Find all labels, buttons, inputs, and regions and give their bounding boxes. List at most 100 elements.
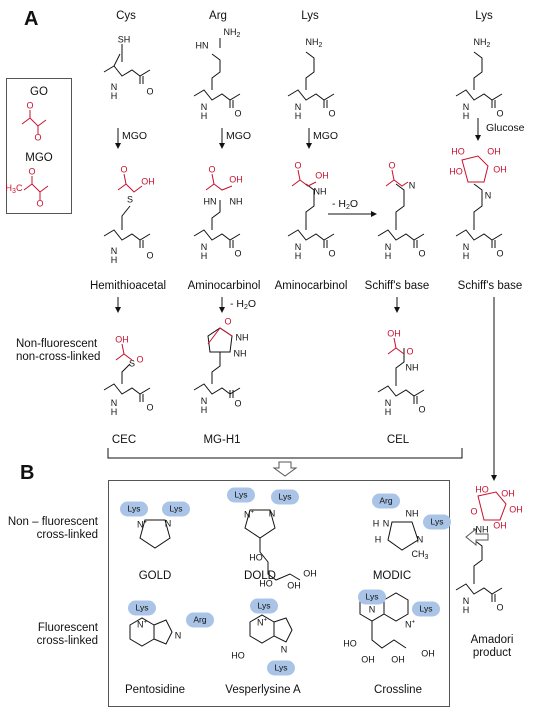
label-vesperlysine-a: Vesperlysine A <box>225 684 301 696</box>
glc-ho-1: HO <box>451 146 465 157</box>
modic-lys-pill: Lys <box>423 514 451 530</box>
go-o1: O <box>26 100 34 111</box>
gold-n: N <box>164 518 172 529</box>
modic-h-2: H <box>374 534 382 545</box>
label-cel: CEL <box>386 434 410 446</box>
glc-ho-2: HO <box>449 166 463 177</box>
label-aminocarbinol-lys: Aminocarbinol <box>274 280 348 292</box>
panel-label-b: B <box>20 462 35 484</box>
label-cec: CEC <box>111 434 137 446</box>
gold-lys-pill-2: Lys <box>162 501 190 517</box>
crossline-lys-pill-2: Lys <box>412 601 440 617</box>
modic-ch3: CH3 <box>411 549 429 562</box>
reagent-water-loss-2: - H2O <box>230 298 257 311</box>
cec-s: S <box>128 358 136 369</box>
crossline-n-plus: N+ <box>404 619 416 630</box>
glc-oh-1: OH <box>487 146 501 157</box>
modic-nh: NH <box>405 508 419 519</box>
glc-co: O <box>496 248 504 259</box>
arg-int-hn: HN <box>203 196 217 207</box>
crossline-oh-3: OH <box>421 648 435 659</box>
reagent-mgo-arg: MGO <box>226 130 252 142</box>
cys-backbone <box>103 65 151 77</box>
lys-int-oh: OH <box>315 170 329 181</box>
hemi-oh: OH <box>141 176 155 187</box>
arg-int-co: O <box>234 248 242 259</box>
label-crossline: Crossline <box>374 684 422 696</box>
glycating-agents-box <box>6 78 72 214</box>
cys-sh: SH <box>117 34 131 45</box>
amadori-ho-1: HO <box>475 484 489 495</box>
lys-nh2: NH2 <box>305 37 323 50</box>
dold-ho-1: HO <box>249 552 263 563</box>
lys-o: O <box>328 108 336 119</box>
pento-lys-pill: Lys <box>128 600 156 616</box>
dold-lys-pill-2: Lys <box>271 489 299 505</box>
vesper-lys-pill-2: Lys <box>267 660 295 676</box>
hemi-co: O <box>146 250 154 261</box>
vesper-n-plus: N+ <box>256 617 268 628</box>
cel-co: O <box>418 404 426 415</box>
amadori-oh-2: OH <box>509 504 523 515</box>
label-aminocarbinol-arg: Aminocarbinol <box>187 280 261 292</box>
cel-o: O <box>406 346 414 357</box>
lys-int-co: O <box>328 248 336 259</box>
lys-right-o: O <box>496 108 504 119</box>
label-mg-h1: MG-H1 <box>203 434 241 446</box>
dold-lys-pill-1: Lys <box>227 487 255 503</box>
arg-backbone <box>193 89 241 101</box>
hemi-s: S <box>126 194 134 205</box>
go-o2: O <box>34 132 42 143</box>
lys-int-nh: NH <box>313 186 327 197</box>
crosslink-products-box <box>108 480 450 707</box>
dold-n: N <box>268 508 276 519</box>
dold-oh-2: OH <box>303 568 317 579</box>
glc-n: N <box>484 190 492 201</box>
open-arrow-left <box>465 527 489 547</box>
arg-int-nh: NH <box>229 196 243 207</box>
amadori-oh-3: OH <box>493 520 507 531</box>
mgo-methyl: H3C <box>5 183 23 196</box>
mgh1-nh-1: NH <box>235 332 249 343</box>
cel-oh: OH <box>387 328 401 339</box>
modic-h: H <box>372 518 380 529</box>
cec-o: O <box>136 354 144 365</box>
reagent-glucose: Glucose <box>486 122 525 134</box>
amadori-o: O <box>470 506 478 517</box>
cys-o: O <box>146 86 154 97</box>
crossline-lys-pill-1: Lys <box>358 589 386 605</box>
amadori-nh: NH <box>475 524 489 535</box>
pento-arg-pill: Arg <box>186 612 214 628</box>
vesper-n: N <box>280 644 288 655</box>
cec-co: O <box>146 402 154 413</box>
arg-hn: HN <box>195 40 209 51</box>
label-hemithioacetal: Hemithioacetal <box>89 280 167 292</box>
modic-n-2: N <box>416 534 424 545</box>
lys-int-o: O <box>294 160 302 171</box>
arg-int-o: O <box>208 164 216 175</box>
reagent-water-loss-1: - H2O <box>332 198 359 211</box>
reagent-mgo-lys: MGO <box>313 130 339 142</box>
amadori-co: O <box>496 602 504 613</box>
label-schiff-base-2: Schiff's base <box>457 280 523 292</box>
column-header-arg: Arg <box>209 10 227 22</box>
cec-oh: OH <box>115 334 129 345</box>
pento-n: N <box>174 630 182 641</box>
legend-go: GO <box>30 86 48 98</box>
dold-n-plus: N+ <box>243 509 255 520</box>
label-schiff-base-1: Schiff's base <box>364 280 430 292</box>
go-structure <box>21 117 47 127</box>
lys-backbone <box>287 89 335 101</box>
